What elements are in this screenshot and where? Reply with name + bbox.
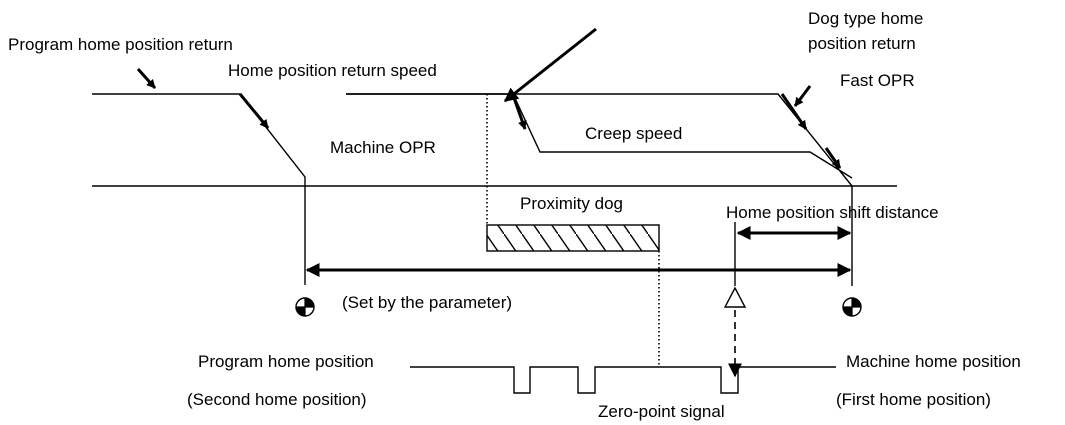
label-machine-opr: Machine OPR: [330, 138, 436, 157]
label-program-opr: Program home position return: [8, 35, 233, 54]
label-second-home: (Second home position): [187, 390, 367, 409]
label-creep-speed: Creep speed: [585, 124, 682, 143]
dog-opr-travel-arrow: [512, 97, 527, 130]
label-first-home: (First home position): [836, 390, 991, 409]
fast-opr-travel-arrow: [780, 93, 808, 130]
label-opr-speed: Home position return speed: [228, 61, 437, 80]
label-set-by-parameter: (Set by the parameter): [342, 293, 512, 312]
program-home-position-icon: [295, 297, 315, 317]
label-proximity-dog: Proximity dog: [520, 194, 623, 213]
creep-travel-arrow: [824, 147, 842, 169]
zero-point-signal-waveform: [410, 366, 836, 394]
program-opr-profile: [92, 93, 306, 285]
program-opr-pointer-arrow: [136, 67, 157, 90]
label-dog-type-1: Dog type home: [808, 9, 923, 28]
machine-home-position-icon: [842, 297, 862, 317]
label-machine-home: Machine home position: [846, 352, 1021, 371]
label-zero-point: Zero-point signal: [598, 402, 725, 421]
dog-opr-pointer-arrow: [503, 27, 597, 103]
label-fast-opr: Fast OPR: [840, 71, 915, 90]
fast-opr-pointer-arrow: [793, 85, 812, 107]
label-program-home: Program home position: [198, 352, 374, 371]
fast-opr-profile: [346, 93, 853, 187]
program-opr-travel-arrow: [238, 93, 270, 129]
label-shift-distance: Home position shift distance: [726, 203, 939, 222]
zero-point-triangle-icon: [723, 286, 747, 308]
label-dog-type-2: position return: [808, 34, 916, 53]
proximity-dog-block: [486, 224, 660, 252]
